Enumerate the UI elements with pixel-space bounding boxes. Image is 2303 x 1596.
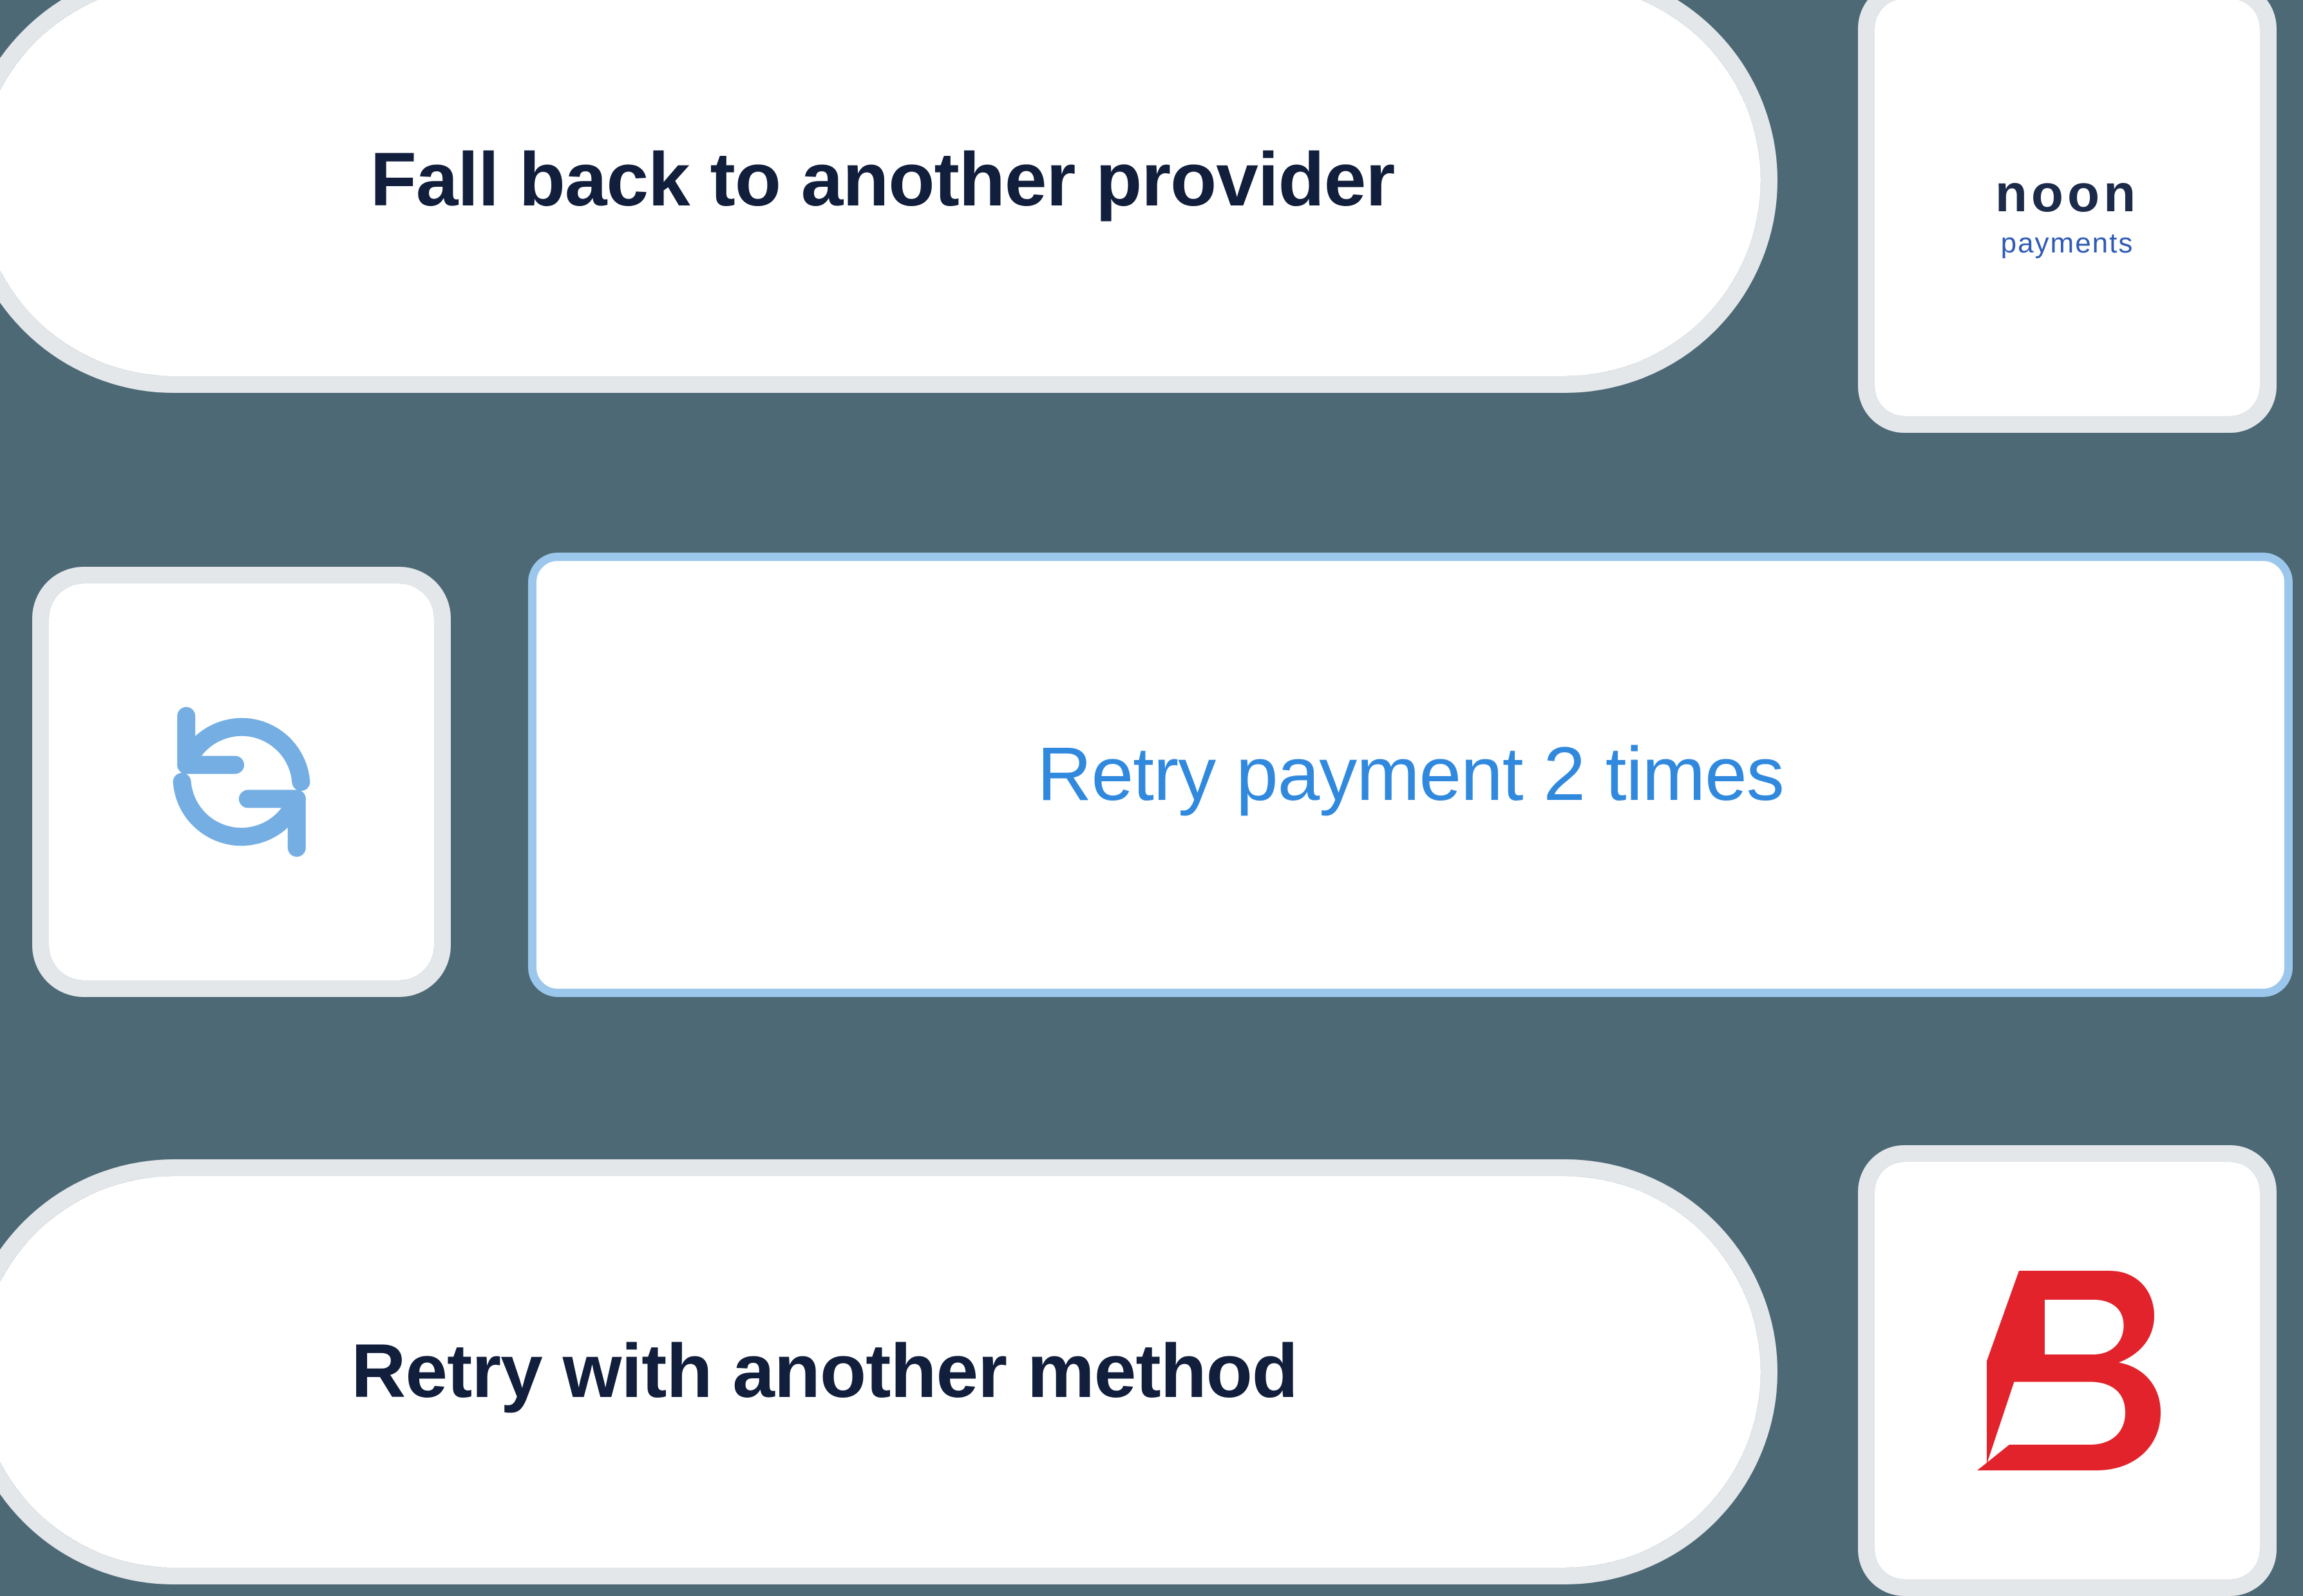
noon-payments-logo-card[interactable]: noon payments: [1858, 0, 2277, 433]
fallback-provider-pill-surface: [0, 1, 1744, 359]
fallback-provider-label: Fall back to another provider: [370, 137, 1396, 223]
retry-icon-card[interactable]: [32, 567, 451, 997]
noon-wordmark: noon: [1995, 164, 2140, 223]
retry-count-input-value[interactable]: Retry payment 2 times: [1037, 732, 1784, 817]
retry-another-method-pill-surface: [0, 1193, 1744, 1551]
fallback-provider-pill[interactable]: Fall back to another provider: [0, 0, 1777, 393]
noon-payments-subtitle: payments: [2000, 227, 2134, 259]
retry-count-input[interactable]: Retry payment 2 times: [528, 553, 2293, 997]
retry-icon-card-surface: [66, 600, 417, 964]
noon-payments-logo: noon payments: [1995, 167, 2139, 258]
refresh-retry-icon: [135, 676, 348, 888]
benefit-pay-logo: [1971, 1264, 2164, 1477]
benefit-pay-logo-card[interactable]: [1858, 1145, 2277, 1596]
benefit-pay-logo-card-surface: [1891, 1179, 2243, 1563]
retry-another-method-label: Retry with another method: [351, 1329, 1298, 1414]
noon-payments-logo-card-surface: noon payments: [1891, 15, 2243, 399]
retry-another-method-pill[interactable]: Retry with another method: [0, 1159, 1777, 1584]
